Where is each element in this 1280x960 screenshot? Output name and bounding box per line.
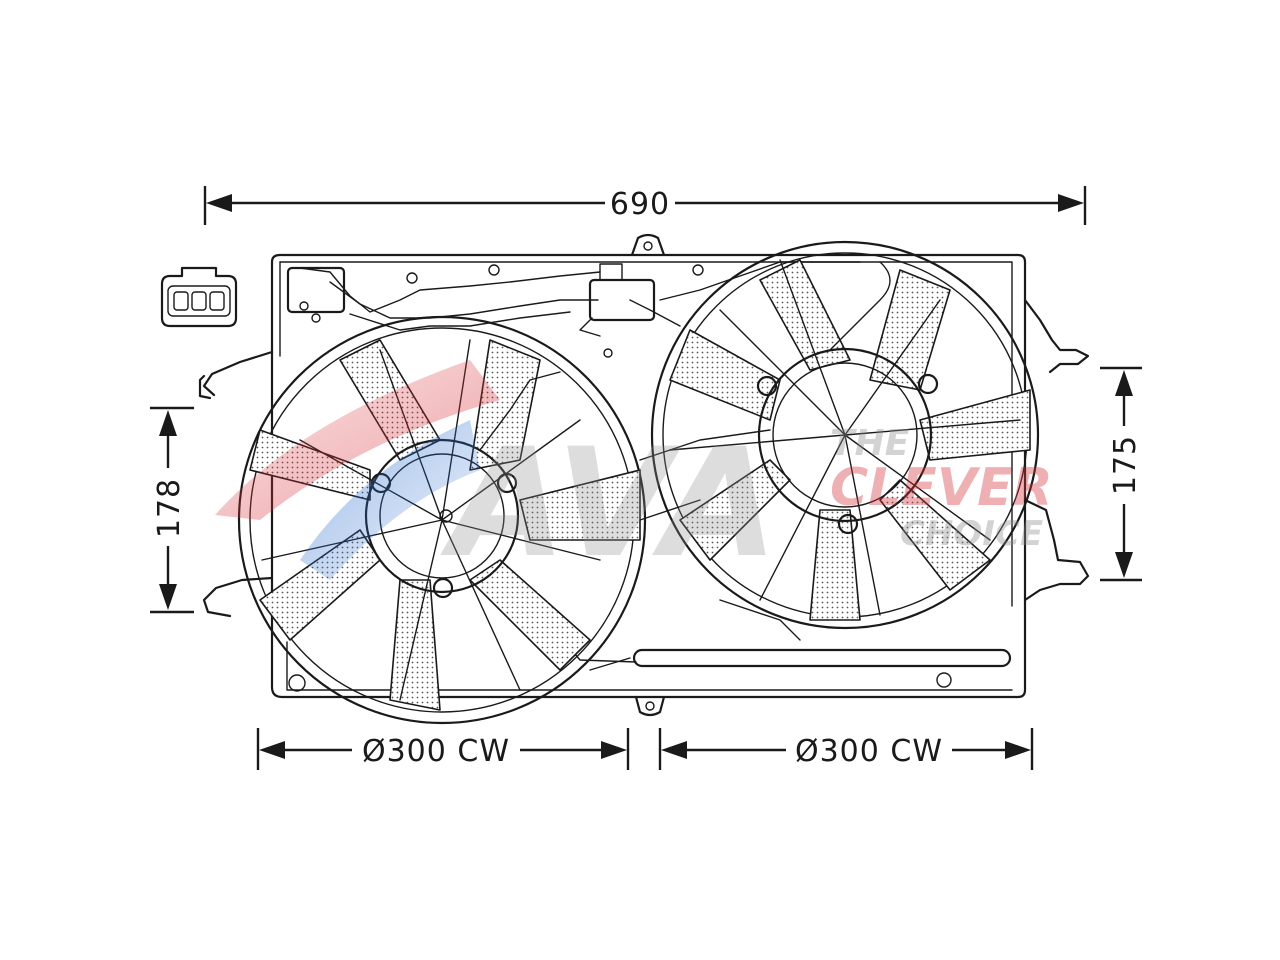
dimension-left-fan-label: Ø300 CW	[362, 734, 510, 769]
dimension-right-height-label: 175	[1108, 435, 1143, 495]
right-fan	[639, 240, 1040, 641]
dimension-right-fan-label: Ø300 CW	[795, 734, 943, 769]
watermark-tagline-3: CHOICE	[900, 514, 1043, 554]
dimension-left-height-label: 178	[152, 478, 187, 538]
dimension-left-height: 178	[150, 406, 194, 614]
watermark-brand: AVA	[440, 417, 778, 591]
brand-watermark: AVA THE CLEVER CHOICE	[215, 360, 1053, 591]
dimension-overall-width-label: 690	[610, 187, 670, 222]
watermark-tagline-2: CLEVER	[830, 458, 1053, 518]
dimension-right-height: 175	[1100, 366, 1143, 582]
shroud-frame	[198, 233, 1090, 717]
dimension-left-fan-diameter: Ø300 CW	[256, 728, 630, 770]
dimension-right-fan-diameter: Ø300 CW	[658, 728, 1034, 770]
electrical-connector	[160, 266, 238, 328]
wire-harness	[286, 261, 861, 358]
watermark-tagline-1: THE	[830, 423, 910, 464]
dimension-overall-width: 690	[203, 185, 1087, 225]
right-fan-blades	[669, 259, 1031, 621]
